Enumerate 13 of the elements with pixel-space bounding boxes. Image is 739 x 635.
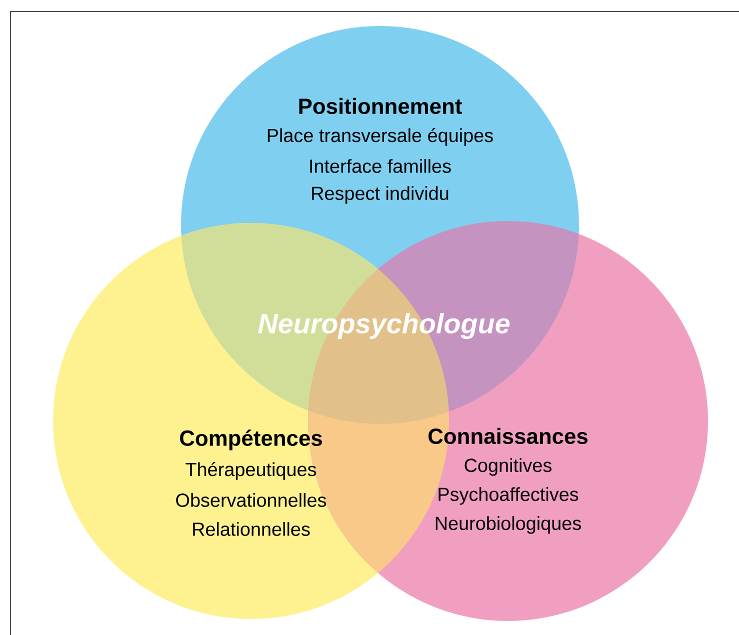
circle-text: Interface familles [310, 159, 451, 173]
circle-text: Respect individu [312, 186, 448, 204]
circle-heading: Compétences [180, 430, 322, 450]
circle-heading: Connaissances [428, 428, 588, 444]
center-label: Neuropsychologue [258, 313, 510, 339]
circle-text: Thérapeutiques [186, 462, 316, 480]
circle-text: Cognitives [464, 458, 552, 476]
circle-text: Neurobiologiques [436, 516, 581, 534]
circle-text: Psychoaffectives [438, 487, 578, 505]
circle-text: Place transversale équipes [268, 128, 493, 146]
circle-text: Relationnelles [193, 522, 310, 536]
circle-text: Observationnelles [176, 493, 326, 507]
circle-heading: Positionnement [299, 98, 462, 114]
